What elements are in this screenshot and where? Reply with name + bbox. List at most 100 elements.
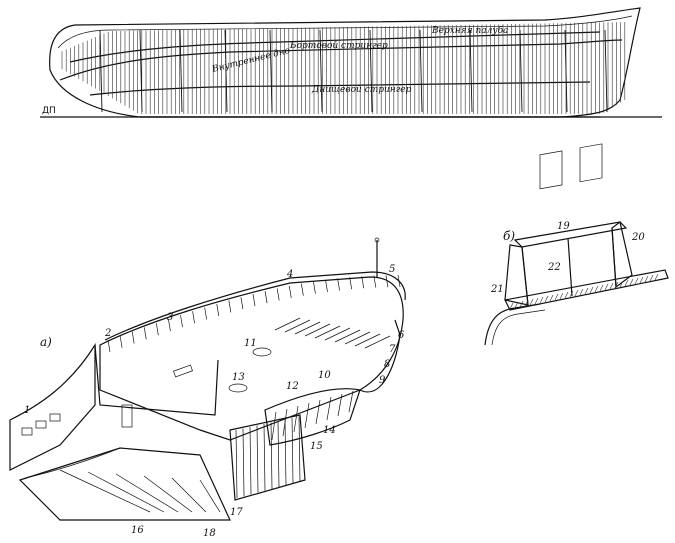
platform-hatch <box>594 285 599 293</box>
label-bottom-stringer: Днищевой стрингер <box>311 85 412 95</box>
hull-frames <box>61 22 626 114</box>
web-frame <box>139 29 143 113</box>
bulkhead-stiffener <box>291 417 294 484</box>
manhole-13 <box>228 383 248 393</box>
platform-hatch <box>544 295 549 303</box>
bulkhead-stiffener <box>242 428 245 497</box>
web-frame <box>419 29 423 113</box>
detail-top-beam <box>513 221 628 248</box>
platform-hatch <box>509 302 514 310</box>
callout-1: 1 <box>24 405 30 416</box>
callout-14: 14 <box>323 425 336 436</box>
lower-deck <box>18 447 231 521</box>
transverse-bulkhead <box>229 414 306 501</box>
web-frame <box>519 29 523 113</box>
bow-cutaway-view: а) <box>9 237 406 521</box>
bulkhead-stiffeners <box>235 416 301 499</box>
bow-frame <box>282 408 288 437</box>
platform-hatch <box>624 279 629 287</box>
view-a-label: а) <box>40 335 52 349</box>
hull-framing-view: Верхняя палуба Бортовой стрингер Внутрен… <box>40 7 662 118</box>
lower-girder <box>171 477 207 513</box>
detail-post-mid <box>567 237 573 297</box>
stanchion <box>180 315 183 328</box>
platform-hatch <box>599 284 604 292</box>
platform-hatch <box>634 277 639 285</box>
platform-hatch <box>609 282 614 290</box>
platform-hatch <box>564 291 569 299</box>
callout-19: 19 <box>557 221 570 232</box>
stanchion <box>276 288 280 301</box>
web-frame <box>604 29 608 113</box>
callout-13: 13 <box>232 372 245 383</box>
detail-platform-hatching <box>509 273 659 310</box>
bulkhead-stiffener <box>270 422 273 490</box>
web-frame <box>319 29 323 113</box>
hull-web-frames <box>99 29 608 113</box>
deck-beam <box>364 335 391 349</box>
stanchion <box>385 275 389 288</box>
stanchion <box>288 285 292 299</box>
stanchion <box>264 291 268 304</box>
bulkhead-stiffener <box>256 425 259 493</box>
platform-hatch <box>654 273 659 281</box>
callout-15: 15 <box>310 441 323 452</box>
deck-beam <box>294 321 321 335</box>
deck-beam <box>314 325 341 339</box>
platform-hatch <box>529 298 534 306</box>
stanchion <box>397 274 401 288</box>
stanchion <box>228 300 232 313</box>
stanchion <box>349 277 353 290</box>
platform-hatch <box>649 274 654 282</box>
stanchion <box>107 339 111 353</box>
door <box>121 404 133 428</box>
detail-panel-1 <box>539 150 563 190</box>
deck-beam <box>334 329 361 343</box>
lower-girder <box>87 471 165 513</box>
bridge-detail-view: б) <box>484 143 669 346</box>
deck-beam <box>344 331 371 345</box>
bulkhead-stiffener <box>277 420 280 488</box>
deck-beam <box>304 323 331 337</box>
bulkhead-stiffener <box>249 426 252 495</box>
callout-18: 18 <box>203 528 216 539</box>
stanchion <box>361 276 365 289</box>
platform-hatch <box>619 280 624 288</box>
forecastle-deck <box>94 344 219 416</box>
porthole-3 <box>49 413 61 422</box>
skylight <box>173 364 193 378</box>
tween-deck-edge <box>24 447 121 479</box>
stanchion <box>155 323 159 336</box>
platform-hatch <box>574 289 579 297</box>
platform-hatch <box>584 287 589 295</box>
web-frame <box>269 29 273 113</box>
stanchion <box>119 335 123 348</box>
manhole-11 <box>252 347 272 357</box>
callout-20: 20 <box>631 232 645 243</box>
callout-9: 9 <box>379 375 386 386</box>
callout-5: 5 <box>389 264 395 275</box>
stanchion <box>240 297 244 310</box>
label-side-stringer: Бортовой стрингер <box>289 41 388 51</box>
bow-frame <box>293 405 299 433</box>
detail-bracket-right <box>611 220 633 289</box>
callout-22: 22 <box>547 262 561 273</box>
lower-girder <box>59 469 151 513</box>
bulwark-rail <box>104 271 406 341</box>
callout-7: 7 <box>389 344 396 355</box>
inner-bottom-line <box>59 39 623 81</box>
platform-hatch <box>524 299 529 307</box>
stanchion <box>168 319 171 332</box>
porthole-2 <box>35 420 47 429</box>
stanchion <box>216 303 220 316</box>
view-b-label: б) <box>503 229 515 243</box>
platform-hatch <box>549 294 554 302</box>
bow-frames <box>59 390 354 513</box>
callout-17: 17 <box>230 507 243 518</box>
platform-hatch <box>639 276 644 284</box>
platform-hatch <box>514 301 519 309</box>
stanchion <box>337 278 340 291</box>
stanchion <box>252 293 256 307</box>
bow-frame <box>271 411 277 441</box>
